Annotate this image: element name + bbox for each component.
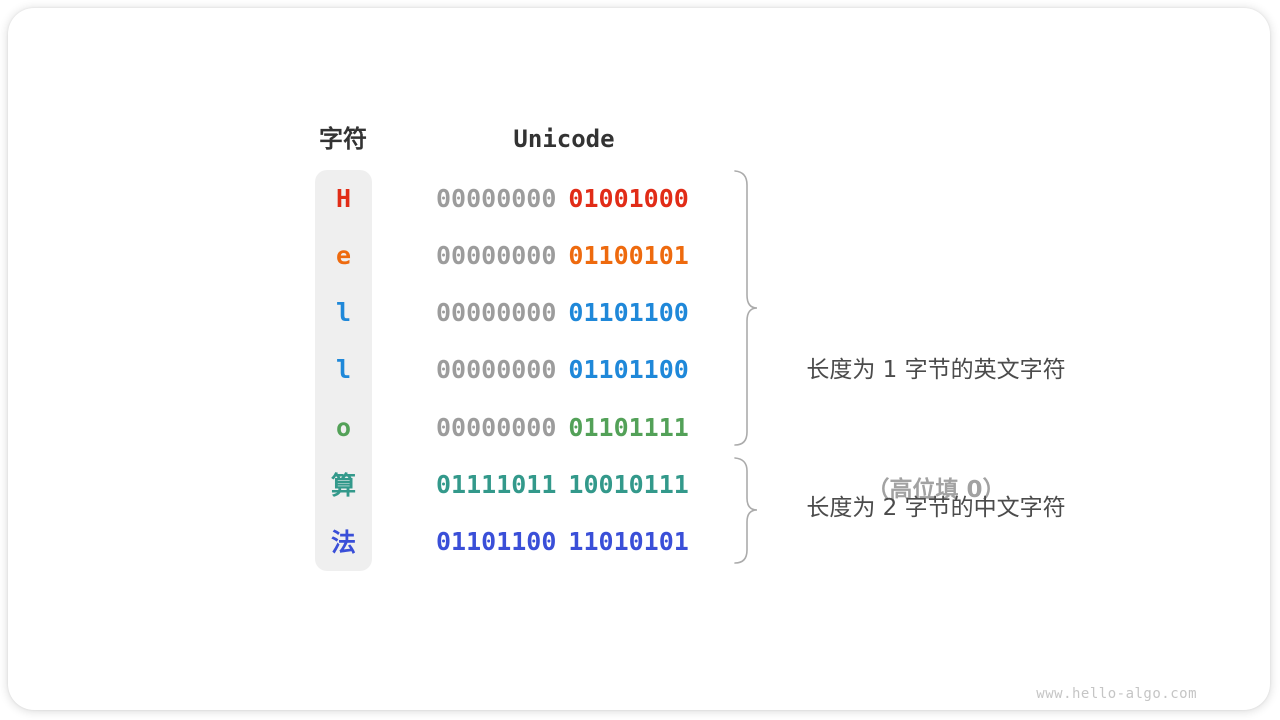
annotation-english: 长度为 1 字节的英文字符 （高位填 0） xyxy=(774,270,1098,590)
binary-row: 00000000 01100101 xyxy=(436,227,706,284)
byte-value: 00000000 xyxy=(436,355,557,385)
byte-value: 01001000 xyxy=(568,184,689,214)
byte-value: 00000000 xyxy=(436,298,557,328)
annotation-chinese: 长度为 2 字节的中文字符 xyxy=(806,495,1066,521)
char-cell: e xyxy=(335,241,352,271)
binary-row: 00000000 01101111 xyxy=(436,399,706,456)
watermark: www.hello-algo.com xyxy=(1036,686,1197,702)
byte-value: 00000000 xyxy=(436,241,557,271)
char-cell: l xyxy=(335,298,352,328)
char-cell: l xyxy=(335,355,352,385)
byte-value: 01101100 xyxy=(568,298,689,328)
byte-value: 01100101 xyxy=(568,241,689,271)
byte-value: 11010101 xyxy=(568,526,689,556)
annotation-english-line1: 长度为 1 字节的英文字符 xyxy=(806,357,1066,383)
byte-value: 00000000 xyxy=(436,184,557,214)
char-cell: 法 xyxy=(330,528,356,558)
binary-row: 01101100 11010101 xyxy=(436,513,706,570)
byte-value: 10010111 xyxy=(568,469,689,499)
brace-english-group xyxy=(734,170,758,446)
binary-row: 00000000 01101100 xyxy=(436,341,706,398)
char-cell: o xyxy=(335,412,352,442)
byte-value: 00000000 xyxy=(436,412,557,442)
binary-row: 00000000 01101100 xyxy=(436,284,706,341)
unicode-column-header: Unicode xyxy=(513,125,615,153)
binary-row: 01111011 10010111 xyxy=(436,456,706,513)
byte-value: 01101100 xyxy=(436,526,557,556)
byte-value: 01111011 xyxy=(436,469,557,499)
char-column-header: 字符 xyxy=(319,125,367,153)
annotation-english-line2: （高位填 0） xyxy=(866,477,1006,503)
char-column-background xyxy=(315,170,372,571)
char-cell: H xyxy=(335,184,352,214)
binary-row: 00000000 01001000 xyxy=(436,170,706,227)
brace-chinese-group xyxy=(734,457,758,564)
char-cell: 算 xyxy=(330,471,356,501)
byte-value: 01101100 xyxy=(568,355,689,385)
byte-value: 01101111 xyxy=(568,412,689,442)
